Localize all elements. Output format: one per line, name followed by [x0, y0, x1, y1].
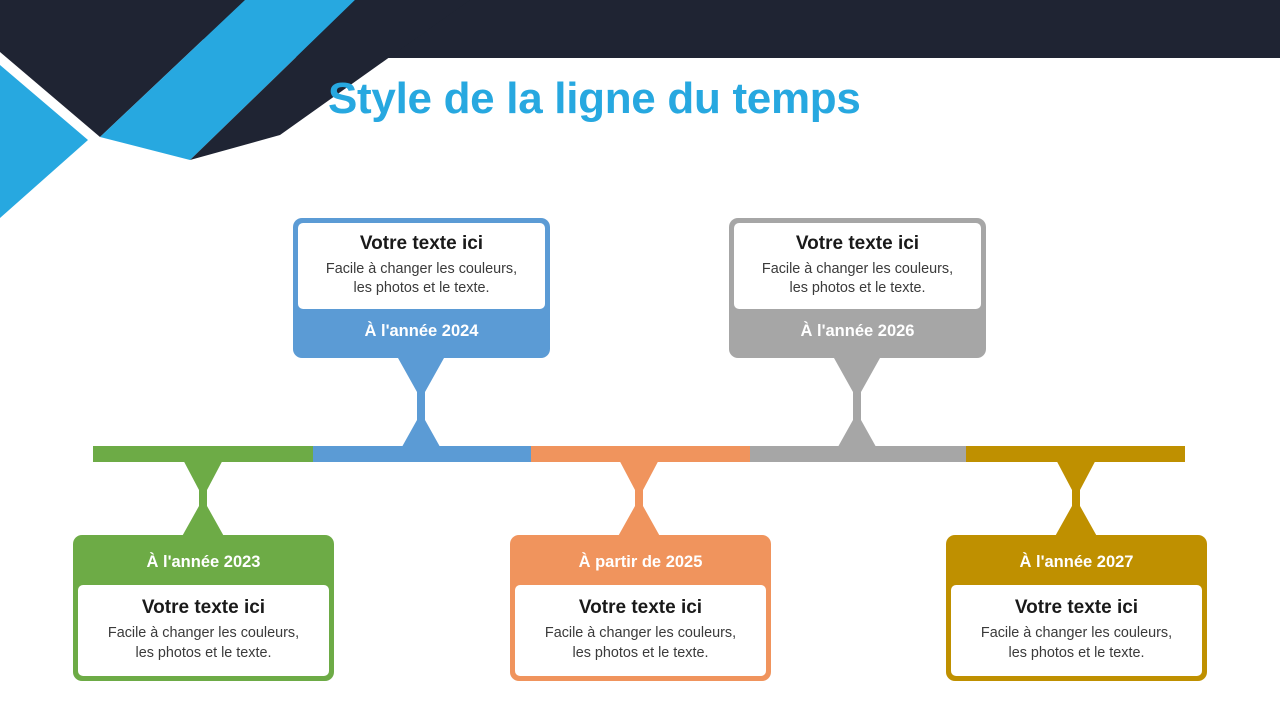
- milestone-label-2024: À l'année 2024: [364, 321, 479, 340]
- milestone-label-2026: À l'année 2026: [800, 321, 915, 340]
- milestone-label-2027: À l'année 2027: [1019, 553, 1134, 572]
- connector-2023: [180, 454, 226, 540]
- timeline-segment-blue: [313, 446, 531, 462]
- navy-shape-diagonal: [0, 0, 245, 137]
- connector-2025: [616, 454, 662, 540]
- timeline-segment-gold: [966, 446, 1185, 462]
- decorative-corner-graphic: [0, 0, 1280, 218]
- page-title: Style de la ligne du temps: [328, 74, 861, 123]
- milestone-card-2026[interactable]: Votre texte ici Facile à changer les cou…: [729, 218, 986, 358]
- milestone-panel-2026: Votre texte ici Facile à changer les cou…: [734, 223, 981, 309]
- connector-2026: [834, 358, 880, 454]
- milestone-body-line1-2026: Facile à changer les couleurs,: [761, 260, 954, 277]
- milestone-body-line2-2027: les photos et le texte.: [1008, 644, 1145, 661]
- timeline-segment-orange: [531, 446, 750, 462]
- navy-shape-wedge: [190, 0, 470, 160]
- connector-2024: [398, 358, 444, 454]
- milestone-body-line2-2023: les photos et le texte.: [135, 644, 272, 661]
- milestone-body-line1-2025: Facile à changer les couleurs,: [544, 625, 737, 642]
- milestone-body-line1-2024: Facile à changer les couleurs,: [325, 260, 518, 277]
- milestone-heading-2024: Votre texte ici: [359, 232, 484, 254]
- milestone-card-2023[interactable]: À l'année 2023 Votre texte ici Facile à …: [73, 535, 334, 681]
- milestone-panel-2027: Votre texte ici Facile à changer les cou…: [951, 585, 1202, 676]
- cyan-shape-band: [100, 0, 355, 160]
- milestone-card-2025[interactable]: À partir de 2025 Votre texte ici Facile …: [510, 535, 771, 681]
- milestone-label-2023: À l'année 2023: [146, 553, 261, 572]
- milestone-body-2024: Facile à changer les couleurs, les photo…: [326, 260, 517, 300]
- cyan-shape-triangle: [0, 65, 88, 218]
- milestone-panel-2023: Votre texte ici Facile à changer les cou…: [78, 585, 329, 676]
- milestone-heading-2027: Votre texte ici: [1014, 597, 1139, 619]
- milestone-card-2027[interactable]: À l'année 2027 Votre texte ici Facile à …: [946, 535, 1207, 681]
- milestone-body-2027: Facile à changer les couleurs, les photo…: [981, 624, 1172, 664]
- milestone-heading-2025: Votre texte ici: [578, 597, 703, 619]
- connector-2027: [1053, 454, 1099, 540]
- timeline-bar: [93, 446, 1185, 462]
- milestone-body-2023: Facile à changer les couleurs, les photo…: [108, 624, 299, 664]
- milestone-label-2025: À partir de 2025: [578, 553, 703, 572]
- timeline-segment-green: [93, 446, 313, 462]
- milestone-body-line2-2024: les photos et le texte.: [353, 280, 490, 297]
- milestone-body-line2-2026: les photos et le texte.: [789, 280, 926, 297]
- milestone-card-2024[interactable]: Votre texte ici Facile à changer les cou…: [293, 218, 550, 358]
- milestone-panel-2025: Votre texte ici Facile à changer les cou…: [515, 585, 766, 676]
- timeline-segment-gray: [750, 446, 966, 462]
- milestone-body-line1-2027: Facile à changer les couleurs,: [980, 625, 1173, 642]
- milestone-body-line2-2025: les photos et le texte.: [572, 644, 709, 661]
- milestone-heading-2023: Votre texte ici: [141, 597, 266, 619]
- milestone-body-line1-2023: Facile à changer les couleurs,: [107, 625, 300, 642]
- milestone-heading-2026: Votre texte ici: [795, 232, 920, 254]
- milestone-body-2025: Facile à changer les couleurs, les photo…: [545, 624, 736, 664]
- milestone-body-2026: Facile à changer les couleurs, les photo…: [762, 260, 953, 300]
- milestone-panel-2024: Votre texte ici Facile à changer les cou…: [298, 223, 545, 309]
